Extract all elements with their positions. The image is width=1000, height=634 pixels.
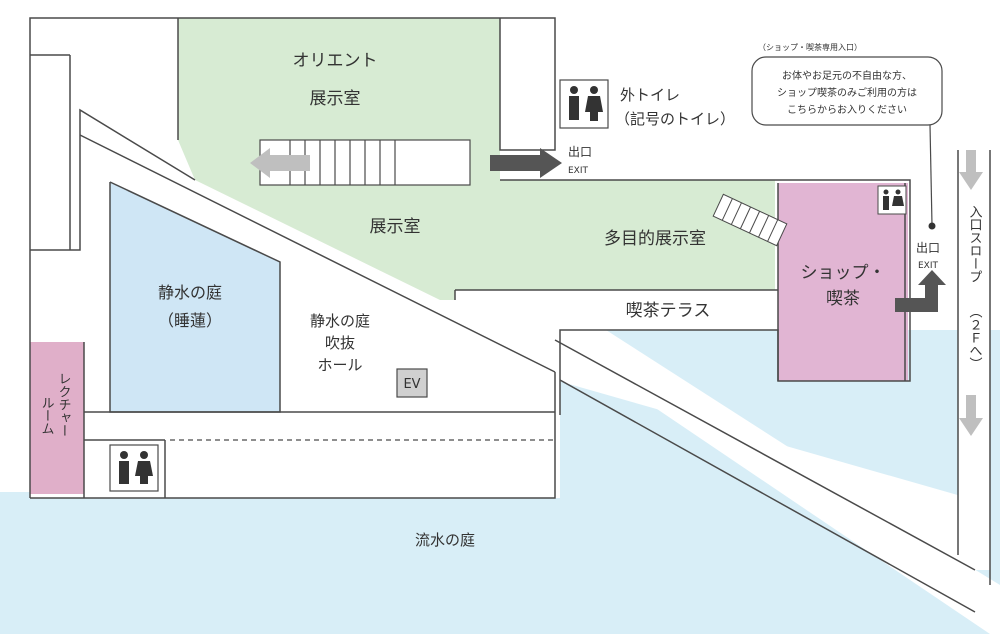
small-stairs (712, 193, 788, 247)
exit-right-jp: 出口 (916, 241, 940, 255)
toilet-label-2: （記号のトイレ） (615, 110, 735, 128)
pond-label-2: （睡蓮） (158, 311, 222, 330)
exit-arrow-up-right (895, 270, 946, 312)
orient-label-2: 展示室 (310, 89, 361, 109)
callout-dot (928, 222, 936, 230)
atrium-label-1: 静水の庭 (310, 312, 370, 330)
callout-line1: お体やお足元の不自由な方、 (782, 69, 912, 82)
arrow-left-icon (250, 148, 310, 178)
terrace-label: 喫茶テラス (626, 301, 711, 321)
slope-label: 入口スロープ (967, 205, 983, 283)
elevator-label: EV (403, 377, 420, 392)
restroom-icon (559, 79, 609, 129)
entrance-slope-strip (958, 150, 990, 570)
orient-label-1: オリエント (293, 51, 378, 71)
restroom-icon (109, 444, 159, 492)
atrium-label-2: 吹抜 (325, 334, 355, 352)
lecture-room (30, 342, 84, 494)
slope-floor-label: （２Ｆへ） (967, 305, 983, 370)
shop-label-2: 喫茶 (826, 289, 860, 309)
exhibit-label: 展示室 (370, 217, 421, 237)
callout-line2: ショップ喫茶のみご利用の方は (777, 86, 917, 99)
toilet-label-1: 外トイレ (620, 86, 680, 104)
arrow-right-icon (490, 148, 562, 178)
restroom-icon (877, 185, 907, 215)
slope-ramp (555, 340, 1000, 634)
arrow-down-icon (959, 150, 983, 436)
lecture-label-1: レクチャー (56, 372, 71, 437)
walls (29, 17, 991, 613)
shop-area (778, 183, 908, 381)
shop-label-1: ショップ・ (801, 263, 886, 283)
exhibit-green (178, 18, 775, 300)
flow-garden-label: 流水の庭 (415, 531, 475, 549)
exit-right-en: EXIT (918, 261, 939, 271)
elevator-icon (396, 368, 428, 398)
exit-top-jp: 出口 (568, 145, 592, 159)
pond-area (110, 182, 280, 412)
atrium-label-3: ホール (317, 356, 362, 374)
callout-box (751, 56, 943, 126)
pond-label-1: 静水の庭 (158, 283, 222, 302)
exit-top-en: EXIT (568, 166, 589, 176)
callout-pointer (929, 124, 933, 226)
multipurpose-label: 多目的展示室 (604, 229, 706, 249)
slope-ramp-fill (556, 330, 972, 566)
lecture-label-2: ルーム (39, 396, 54, 435)
callout-title: （ショップ・喫茶専用入口） (758, 42, 862, 52)
callout-line3: こちらからお入りください (787, 104, 907, 116)
